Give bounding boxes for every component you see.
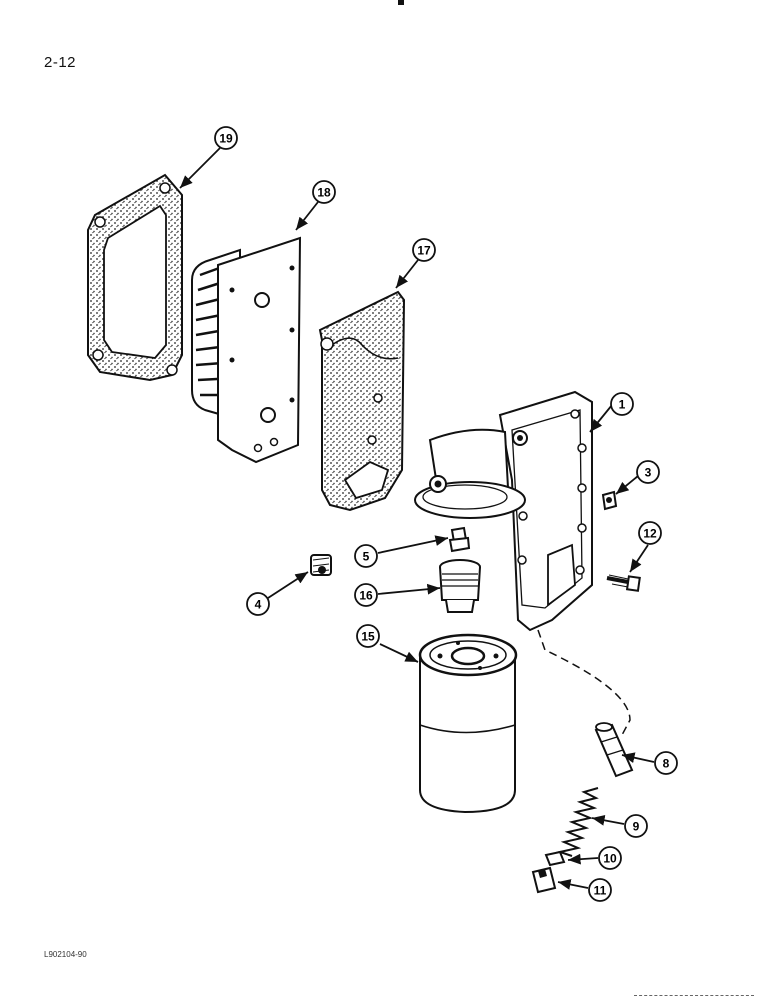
callout-label: 19 [219,132,233,146]
callout-11: 11 [588,878,612,902]
part-18-oil-cooler-core [191,236,302,464]
callout-5: 5 [354,544,378,568]
callout-label: 15 [361,630,375,644]
leader-1 [589,404,613,433]
callout-8: 8 [654,751,678,775]
callout-9: 9 [624,814,648,838]
callout-label: 5 [363,550,370,564]
part-11-plug [531,866,557,894]
callout-label: 11 [594,884,607,898]
callout-10: 10 [598,846,622,870]
callout-label: 18 [317,186,331,200]
leader-8 [621,752,655,763]
footer-marks [634,995,754,998]
callout-18: 18 [312,180,336,204]
leader-9 [591,815,625,826]
part-4-pipe-plug [310,554,332,576]
callout-3: 3 [636,460,660,484]
leader-11 [557,879,589,890]
leader-19 [179,147,221,189]
part-12-capscrew [606,574,641,592]
callout-19: 19 [214,126,238,150]
leader-5 [377,535,449,554]
callout-1: 1 [610,392,634,416]
callout-label: 17 [417,244,431,258]
callout-16: 16 [354,583,378,607]
part-10-washer [544,850,566,867]
leader-12 [629,544,649,573]
header-mark [398,0,404,5]
part-16-adapter [439,559,481,613]
part-1-filter-head-housing [414,390,593,632]
leader-lines [179,147,655,890]
part-17-gasket [318,290,406,512]
part-3-pipe-plug [601,490,618,511]
callout-label: 1 [619,398,626,412]
leader-16 [377,583,441,595]
callout-17: 17 [412,238,436,262]
part-5-fitting [448,526,471,553]
figure-code: L902104-90 [44,950,87,959]
part-19-gasket [87,173,183,382]
part-8-relief-valve [594,722,634,778]
leader-3 [615,475,639,495]
callout-4: 4 [246,592,270,616]
leader-4 [267,571,309,599]
callout-label: 10 [603,852,617,866]
callout-15: 15 [356,624,380,648]
leader-10 [567,853,599,865]
callout-label: 3 [645,466,652,480]
leader-15 [379,643,419,663]
callout-label: 12 [643,527,657,541]
callout-label: 9 [633,820,640,834]
leader-18 [295,201,319,231]
page-number: 2-12 [44,54,77,71]
part-15-oil-filter [418,633,518,814]
callout-label: 16 [359,589,373,603]
callout-label: 8 [663,757,670,771]
callout-12: 12 [638,521,662,545]
callout-label: 4 [255,598,262,612]
leader-17 [395,259,419,289]
relief-valve-location-line [537,629,631,736]
part-9-spring [556,787,599,857]
